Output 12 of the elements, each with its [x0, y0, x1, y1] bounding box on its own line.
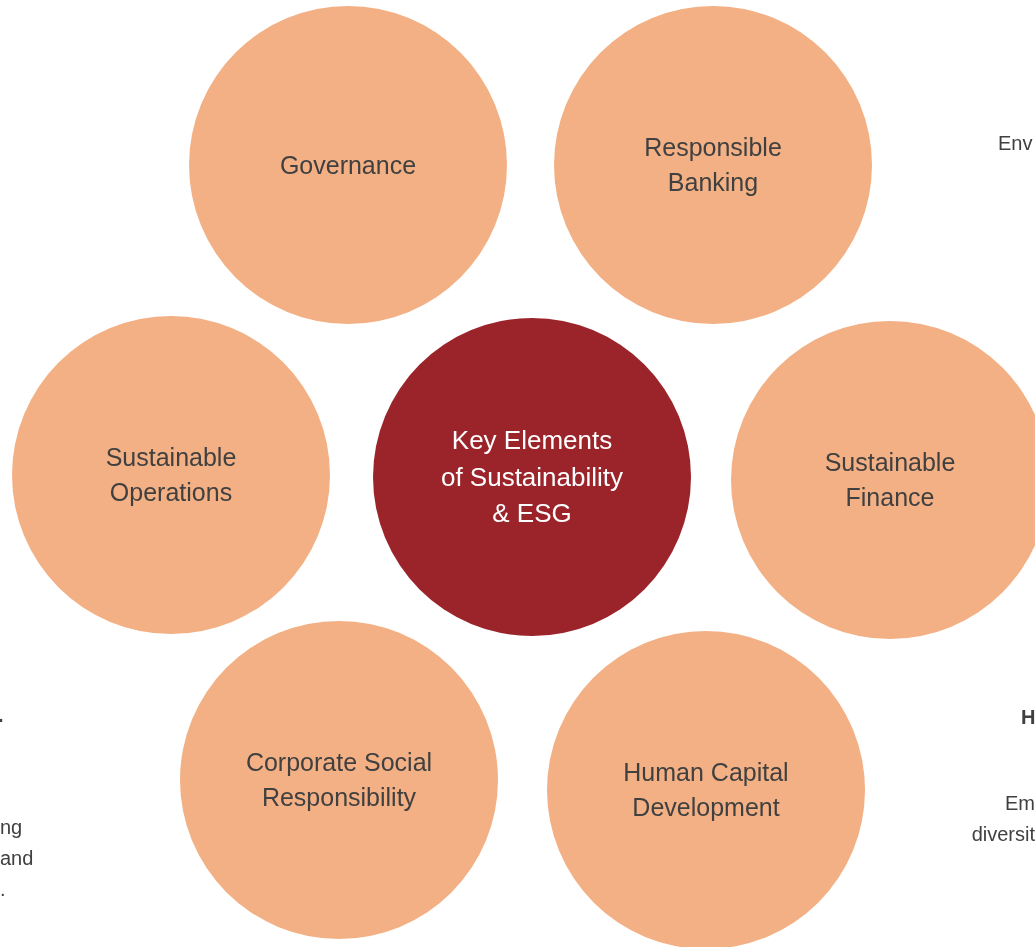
circle-label: Responsible Banking [643, 132, 783, 198]
text-fragment: ng and . [0, 815, 35, 902]
circle-label: Governance [279, 149, 417, 181]
circle-label: Key Elements of Sustainability & ESG [439, 424, 625, 531]
heading-fragment: H [1021, 705, 1035, 730]
heading-fragment: . [0, 703, 4, 728]
circle-label: Sustainable Finance [823, 447, 957, 513]
circle-label: Corporate Social Responsibility [244, 747, 434, 813]
text-fragment: Env [998, 131, 1033, 156]
circle-label: Human Capital Development [622, 757, 790, 823]
text-fragment: Em diversit [970, 791, 1035, 847]
circle-label: Sustainable Operations [104, 442, 238, 508]
